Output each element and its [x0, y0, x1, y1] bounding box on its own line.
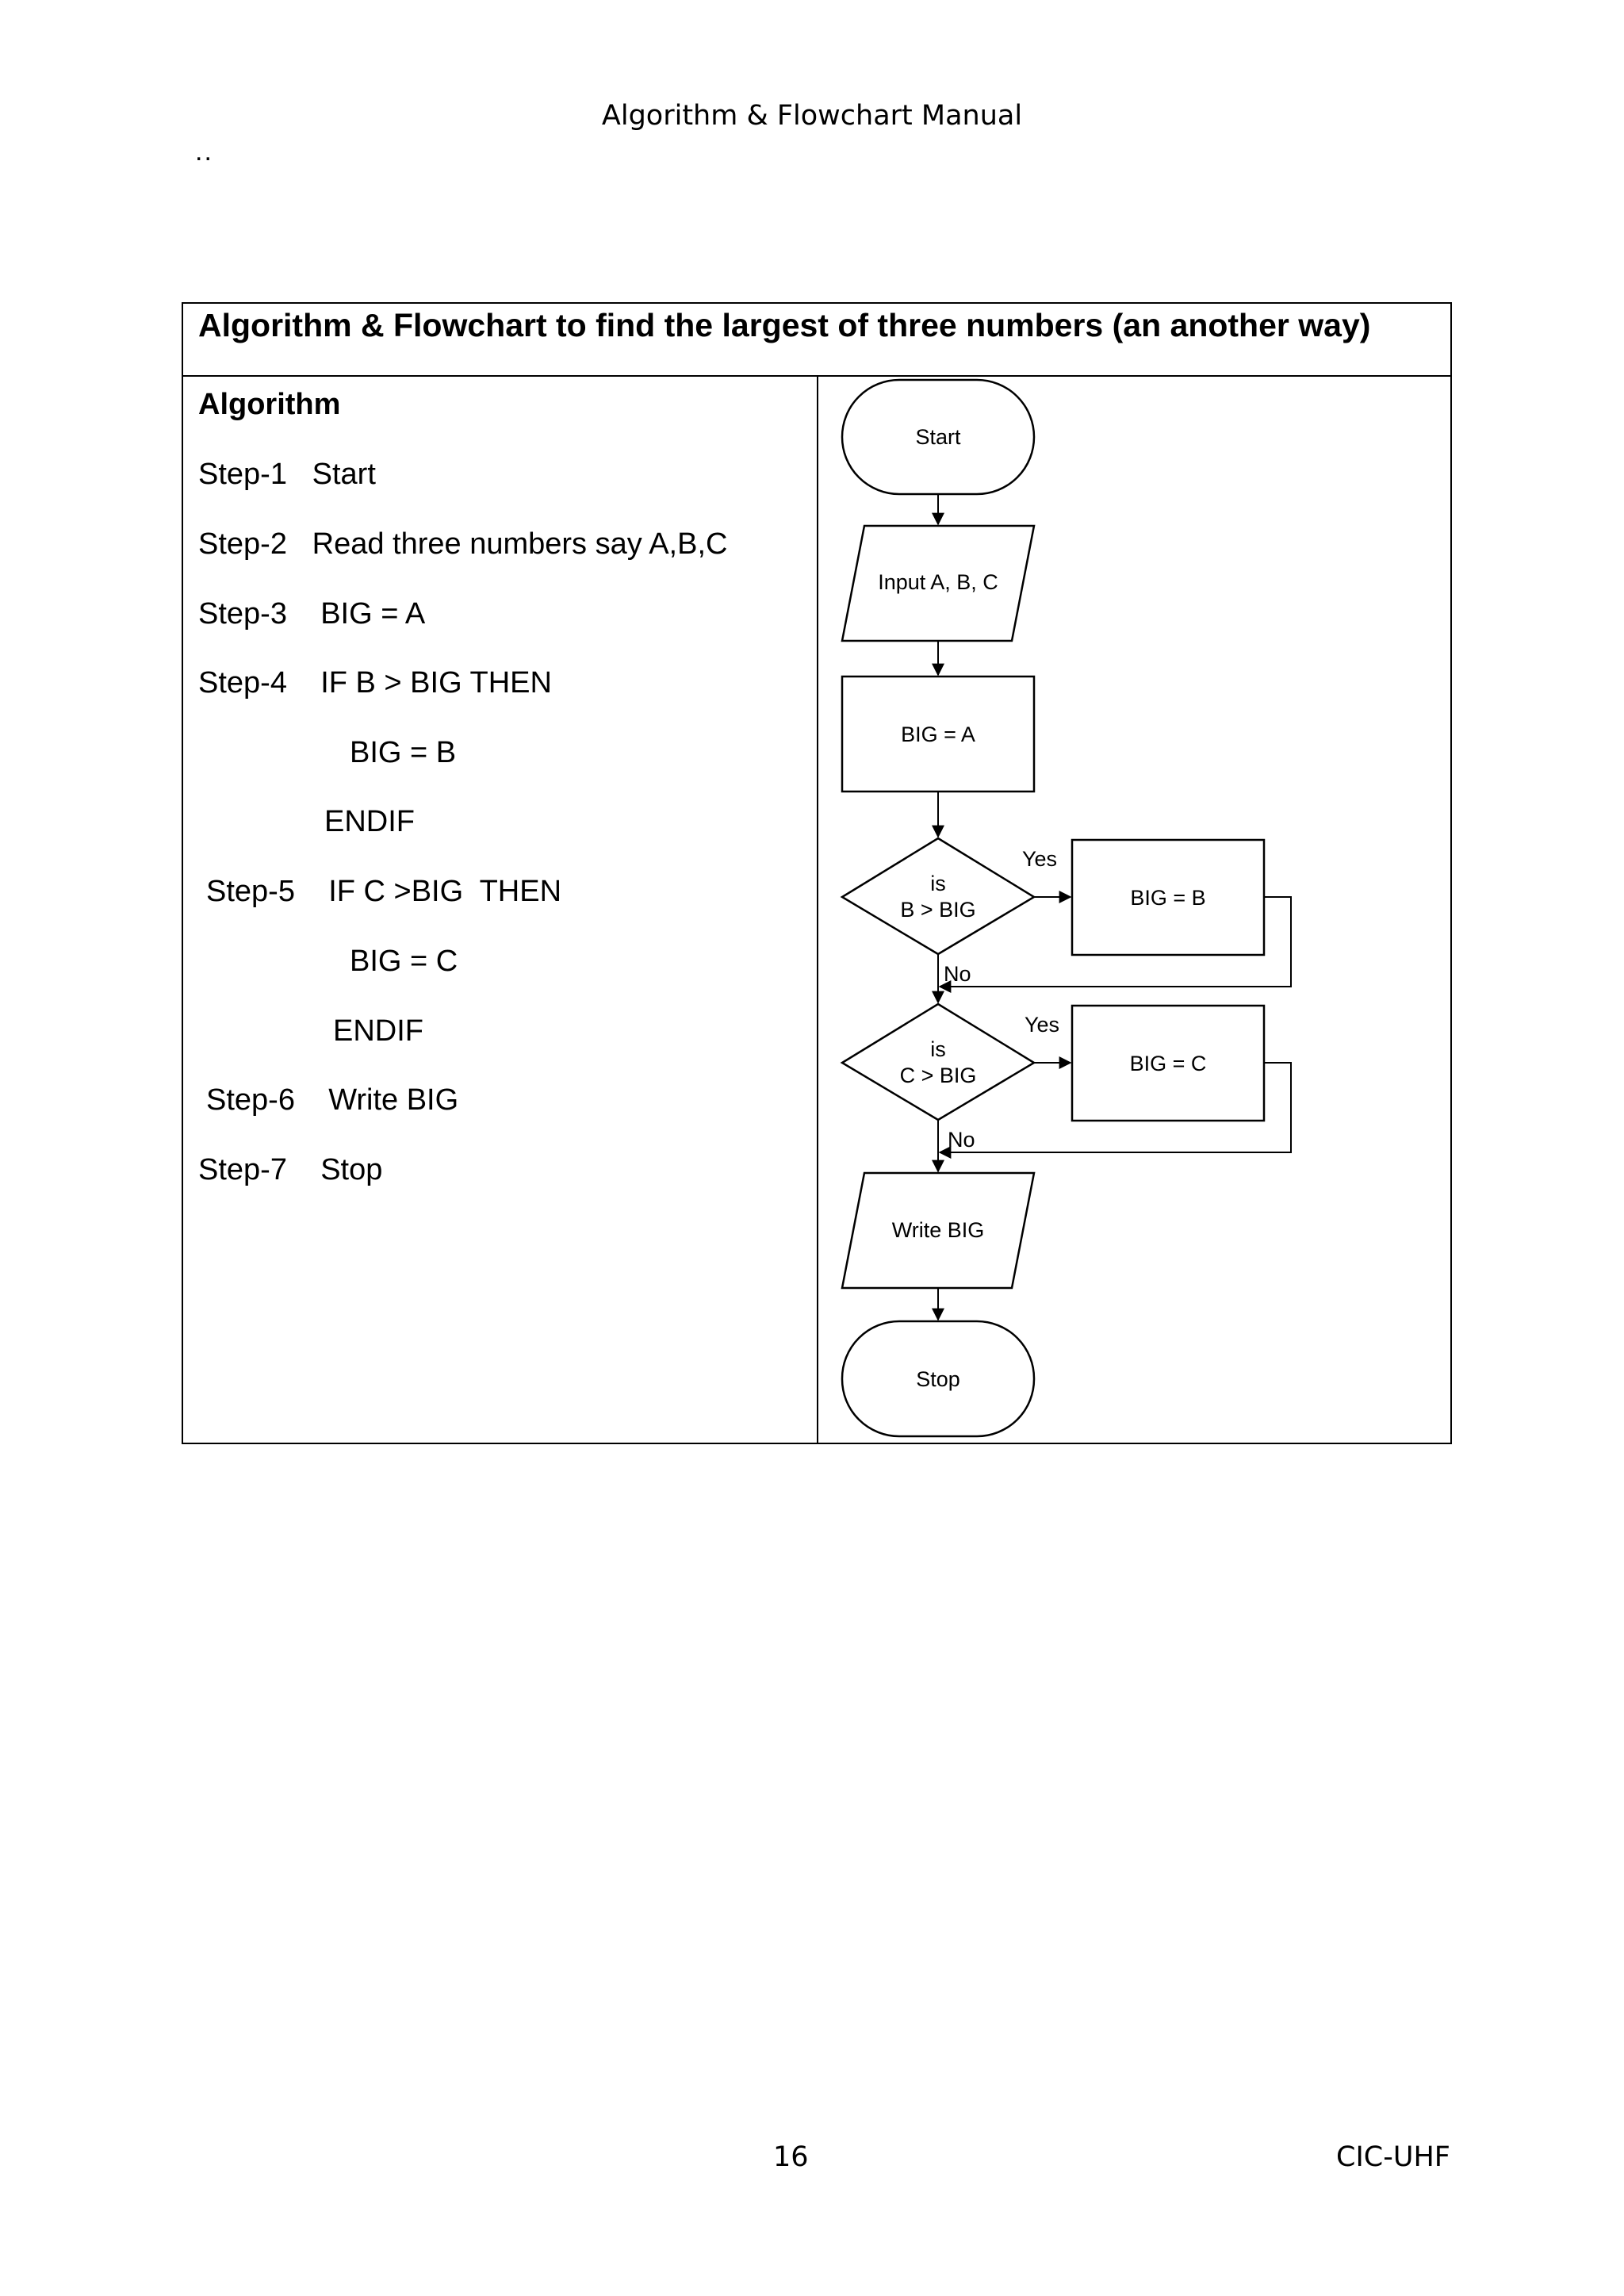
algorithm-heading: Algorithm	[198, 388, 341, 421]
algorithm-step-5-body: BIG = C	[350, 945, 458, 978]
header-dots: ..	[195, 136, 213, 167]
algorithm-step-1: Step-1 Start	[198, 458, 376, 491]
input-label: Input A, B, C	[878, 570, 998, 594]
algorithm-step-4: Step-4 IF B > BIG THEN	[198, 666, 552, 700]
decision1-line2: B > BIG	[900, 898, 975, 922]
box-title: Algorithm & Flowchart to find the larges…	[198, 307, 1371, 343]
algorithm-step-5: Step-5 IF C >BIG THEN	[206, 875, 562, 908]
action2-return-line	[938, 1062, 1292, 1159]
action1-process	[1071, 838, 1266, 956]
algorithm-step-5-endif: ENDIF	[333, 1014, 423, 1048]
column-divider	[817, 377, 818, 1444]
action2-process	[1071, 1004, 1266, 1122]
decision1-yes-label: Yes	[1022, 847, 1057, 871]
page-header: Algorithm & Flowchart Manual	[601, 100, 1023, 132]
action2-label: BIG = C	[1130, 1052, 1207, 1075]
algorithm-step-4-body: BIG = B	[350, 736, 457, 769]
decision2-line1: is	[930, 1037, 946, 1061]
start-label: Start	[915, 425, 961, 449]
decision2-yes-label: Yes	[1025, 1013, 1059, 1037]
box-title-row: Algorithm & Flowchart to find the larges…	[183, 304, 1450, 377]
page-number: 16	[773, 2141, 809, 2173]
decision2-diamond	[840, 1002, 1036, 1121]
algorithm-step-6: Step-6 Write BIG	[206, 1083, 459, 1117]
decision2-line2: C > BIG	[900, 1064, 977, 1087]
output-parallelogram	[841, 1171, 1036, 1290]
decision1-diamond	[840, 837, 1036, 956]
stop-terminator	[841, 1320, 1036, 1438]
algorithm-step-4-endif: ENDIF	[324, 805, 415, 838]
action1-label: BIG = B	[1130, 886, 1205, 910]
algorithm-column: Algorithm Step-1 Start Step-2 Read three…	[183, 377, 817, 1444]
flowchart-diagram: Start Input A, B, C BIG = A is B > BIG Y…	[840, 378, 1292, 1438]
stop-label: Stop	[916, 1367, 960, 1391]
algorithm-step-7: Step-7 Stop	[198, 1153, 383, 1186]
output-label: Write BIG	[892, 1218, 985, 1242]
action1-return-line	[938, 896, 1292, 993]
decision1-line1: is	[930, 872, 946, 895]
decision2-no-label: No	[948, 1128, 975, 1152]
footer-org: CIC-UHF	[1336, 2141, 1450, 2173]
assign-process	[841, 675, 1036, 793]
algorithm-flowchart-box: Algorithm & Flowchart to find the larges…	[182, 302, 1452, 1444]
input-parallelogram	[841, 524, 1036, 642]
algorithm-step-3: Step-3 BIG = A	[198, 597, 426, 631]
assign-label: BIG = A	[901, 723, 975, 746]
decision1-no-label: No	[944, 962, 971, 986]
algorithm-step-2: Step-2 Read three numbers say A,B,C	[198, 527, 728, 561]
flowchart-column: Start Input A, B, C BIG = A is B > BIG Y…	[818, 377, 1450, 1444]
